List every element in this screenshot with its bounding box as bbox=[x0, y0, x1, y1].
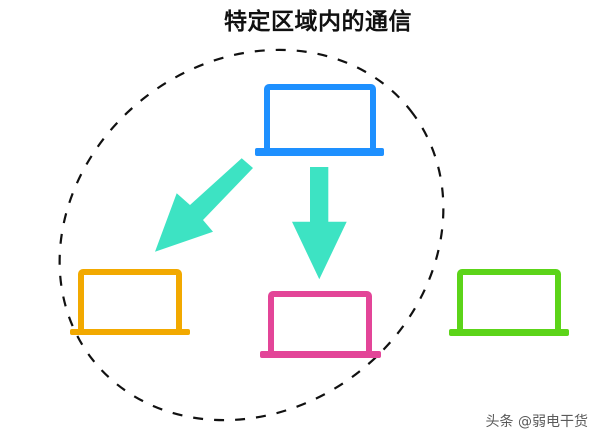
arrow-to-left-laptop bbox=[155, 158, 253, 252]
laptop-icon-source bbox=[255, 84, 384, 156]
region-boundary bbox=[58, 48, 445, 422]
laptop-icon-outside bbox=[449, 269, 569, 336]
watermark: 头条 @弱电干货 bbox=[485, 414, 588, 430]
diagram-title: 特定区域内的通信 bbox=[224, 9, 412, 35]
laptop-icon-center bbox=[260, 291, 381, 358]
arrow-to-center-laptop bbox=[292, 167, 347, 280]
laptop-icon-left bbox=[70, 269, 190, 335]
